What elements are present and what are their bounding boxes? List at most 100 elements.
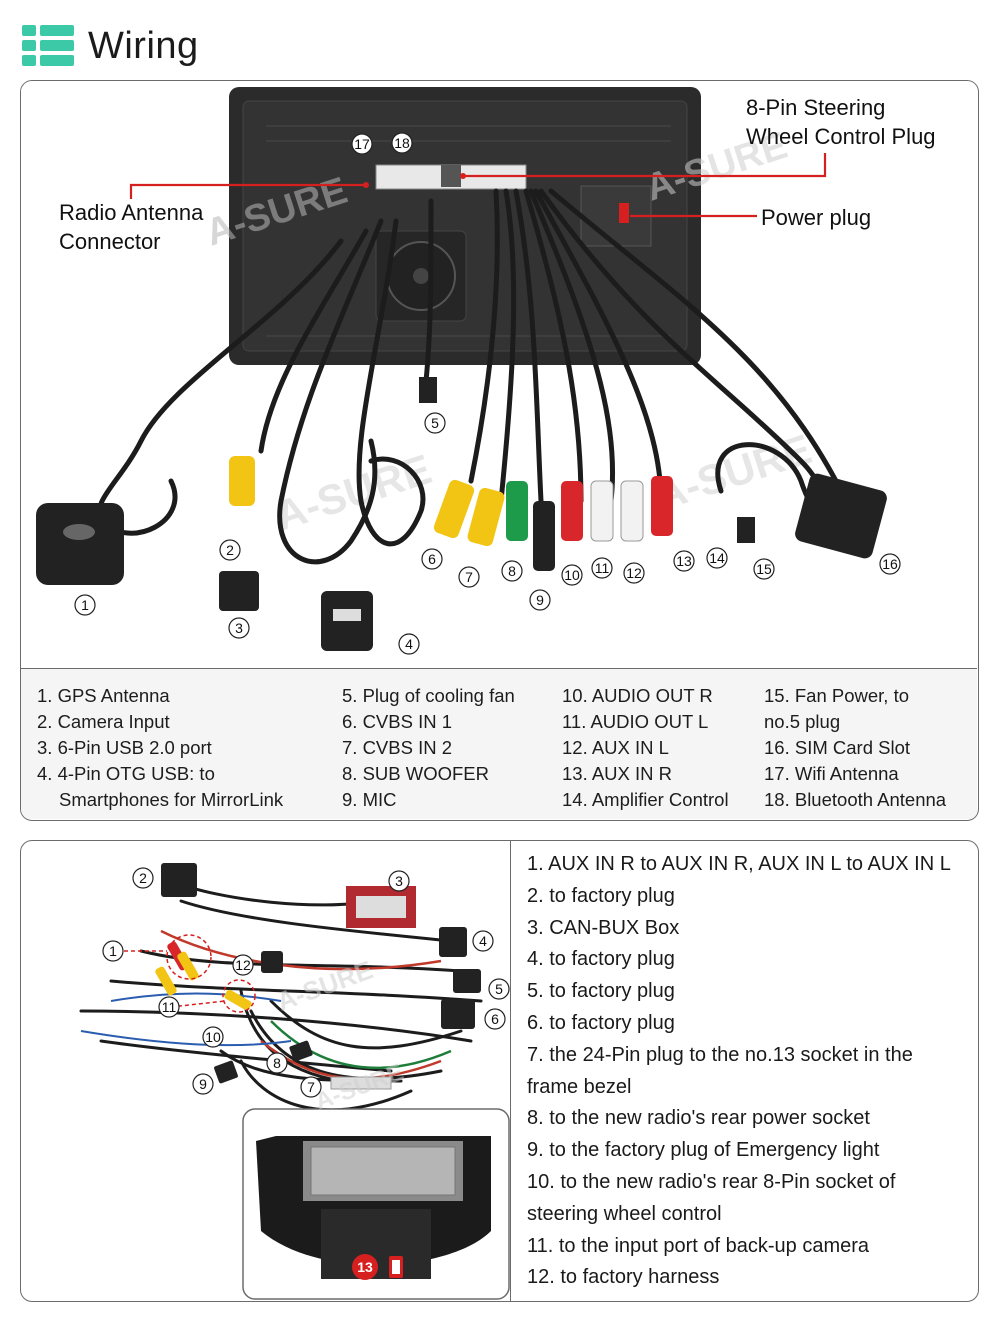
number-marker-label: 6 xyxy=(491,1011,499,1027)
harness-item: 10. to the new radio's rear 8-Pin socket… xyxy=(527,1170,896,1193)
legend-item: 12. AUX IN L xyxy=(562,737,669,758)
steering-callout-line1: 8-Pin Steering xyxy=(746,95,886,120)
rear-wiring-panel: A-SURE A-SURE A-SURE A-SURE xyxy=(20,80,979,821)
number-marker-label: 12 xyxy=(235,957,251,973)
legend-item: 1. GPS Antenna xyxy=(37,685,170,706)
number-marker-circle xyxy=(300,1076,322,1098)
frame-bezel-inset: A-SURE 13 xyxy=(242,1059,510,1300)
bezel-socket-marker xyxy=(352,1254,378,1280)
harness-item: 9. to the factory plug of Emergency ligh… xyxy=(527,1139,880,1162)
power-plug-callout: Power plug xyxy=(761,205,872,230)
rear-unit-photo: A-SURE A-SURE A-SURE A-SURE xyxy=(21,81,977,669)
number-marker-label: 18 xyxy=(394,135,410,151)
legend-item: 10. AUDIO OUT R xyxy=(562,685,713,706)
number-marker-label: 12 xyxy=(626,565,642,581)
legend-item: 11. AUDIO OUT L xyxy=(562,711,709,732)
harness-item-continued: steering wheel control xyxy=(527,1202,722,1225)
harness-item: 1. AUX IN R to AUX IN R, AUX IN L to AUX… xyxy=(527,853,951,875)
steering-callout: 8-Pin Steering Wheel Control Plug xyxy=(746,93,936,151)
number-marker-label: 13 xyxy=(676,553,692,569)
harness-item: 8. to the new radio's rear power socket xyxy=(527,1107,870,1130)
number-marker-label: 9 xyxy=(199,1076,207,1092)
number-marker-label: 11 xyxy=(595,560,610,576)
number-marker-label: 8 xyxy=(508,563,516,579)
number-marker-circle xyxy=(266,1052,288,1074)
legend-item: 8. SUB WOOFER xyxy=(342,763,489,784)
number-marker-circle xyxy=(501,560,523,582)
number-marker-circle xyxy=(219,539,241,561)
number-marker-label: 6 xyxy=(428,551,436,567)
harness-item-continued: frame bezel xyxy=(527,1075,632,1098)
svg-text:A-SURE: A-SURE xyxy=(649,425,817,519)
number-marker-circle xyxy=(484,1008,506,1030)
number-marker-circle xyxy=(673,550,695,572)
legend-item: 7. CVBS IN 2 xyxy=(342,737,453,758)
number-marker-circle xyxy=(398,633,420,655)
legend-col-2: 5. Plug of cooling fan 6. CVBS IN 1 7. C… xyxy=(342,683,515,813)
number-marker-label: 1 xyxy=(109,943,117,959)
number-marker-label: 8 xyxy=(273,1055,281,1071)
number-marker-label: 2 xyxy=(226,542,234,558)
number-marker-circle xyxy=(132,867,154,889)
number-marker-label: 2 xyxy=(139,870,147,886)
number-marker-circle xyxy=(591,557,613,579)
legend-col-4: 15. Fan Power, to no.5 plug 16. SIM Card… xyxy=(764,683,946,813)
legend-col-1: 1. GPS Antenna 2. Camera Input 3. 6-Pin … xyxy=(37,683,283,813)
radio-antenna-callout: Radio Antenna Connector xyxy=(59,198,203,256)
radio-antenna-line1: Radio Antenna xyxy=(59,200,204,225)
harness-item: 11. to the input port of back-up camera xyxy=(527,1234,870,1257)
bezel-socket-number: 13 xyxy=(357,1259,373,1275)
number-marker-circle xyxy=(529,589,551,611)
number-marker-circle xyxy=(879,553,901,575)
number-marker-label: 4 xyxy=(405,636,413,652)
number-marker-circle xyxy=(158,996,180,1018)
number-marker-label: 10 xyxy=(205,1029,221,1045)
component-legend: 1. GPS Antenna 2. Camera Input 3. 6-Pin … xyxy=(21,669,977,819)
legend-item: 2. Camera Input xyxy=(37,711,170,732)
list-icon xyxy=(22,25,74,67)
page-header: Wiring xyxy=(22,22,199,70)
number-marker-circle xyxy=(74,594,96,616)
legend-item: 18. Bluetooth Antenna xyxy=(764,789,947,810)
number-marker-circle xyxy=(192,1073,214,1095)
number-marker-circle xyxy=(472,930,494,952)
legend-item: 6. CVBS IN 1 xyxy=(342,711,453,732)
number-marker-circle xyxy=(424,412,446,434)
harness-item: 3. CAN-BUX Box xyxy=(527,916,680,939)
harness-item: 2. to factory plug xyxy=(527,884,675,907)
legend-item: 15. Fan Power, to xyxy=(764,685,910,706)
number-marker-circle xyxy=(561,564,583,586)
number-marker-label: 16 xyxy=(882,556,898,572)
number-marker-label: 1 xyxy=(81,597,89,613)
number-marker-circle xyxy=(351,133,373,155)
harness-item: 4. to factory plug xyxy=(527,948,675,971)
number-marker-label: 14 xyxy=(709,550,725,566)
number-marker-label: 15 xyxy=(756,561,772,577)
number-marker-label: 9 xyxy=(536,592,544,608)
number-marker-label: 7 xyxy=(465,569,473,585)
number-marker-circle xyxy=(228,617,250,639)
page-title: Wiring xyxy=(88,24,199,67)
number-marker-circle xyxy=(706,547,728,569)
legend-item: Smartphones for MirrorLink xyxy=(59,789,284,810)
number-marker-label: 3 xyxy=(395,873,403,889)
number-marker-label: 7 xyxy=(307,1079,315,1095)
number-marker-label: 4 xyxy=(479,933,487,949)
number-marker-circle xyxy=(421,548,443,570)
number-marker-label: 10 xyxy=(564,567,580,583)
number-marker-circle xyxy=(458,566,480,588)
number-marker-circle xyxy=(102,940,124,962)
number-marker-circle xyxy=(202,1026,224,1048)
number-marker-circle xyxy=(388,870,410,892)
legend-item: 4. 4-Pin OTG USB: to xyxy=(37,763,215,784)
harness-item: 12. to factory harness xyxy=(527,1266,720,1289)
number-marker-circle xyxy=(623,562,645,584)
gps-antenna-shape xyxy=(36,503,124,585)
number-marker-circle xyxy=(753,558,775,580)
radio-antenna-line2: Connector xyxy=(59,229,161,254)
